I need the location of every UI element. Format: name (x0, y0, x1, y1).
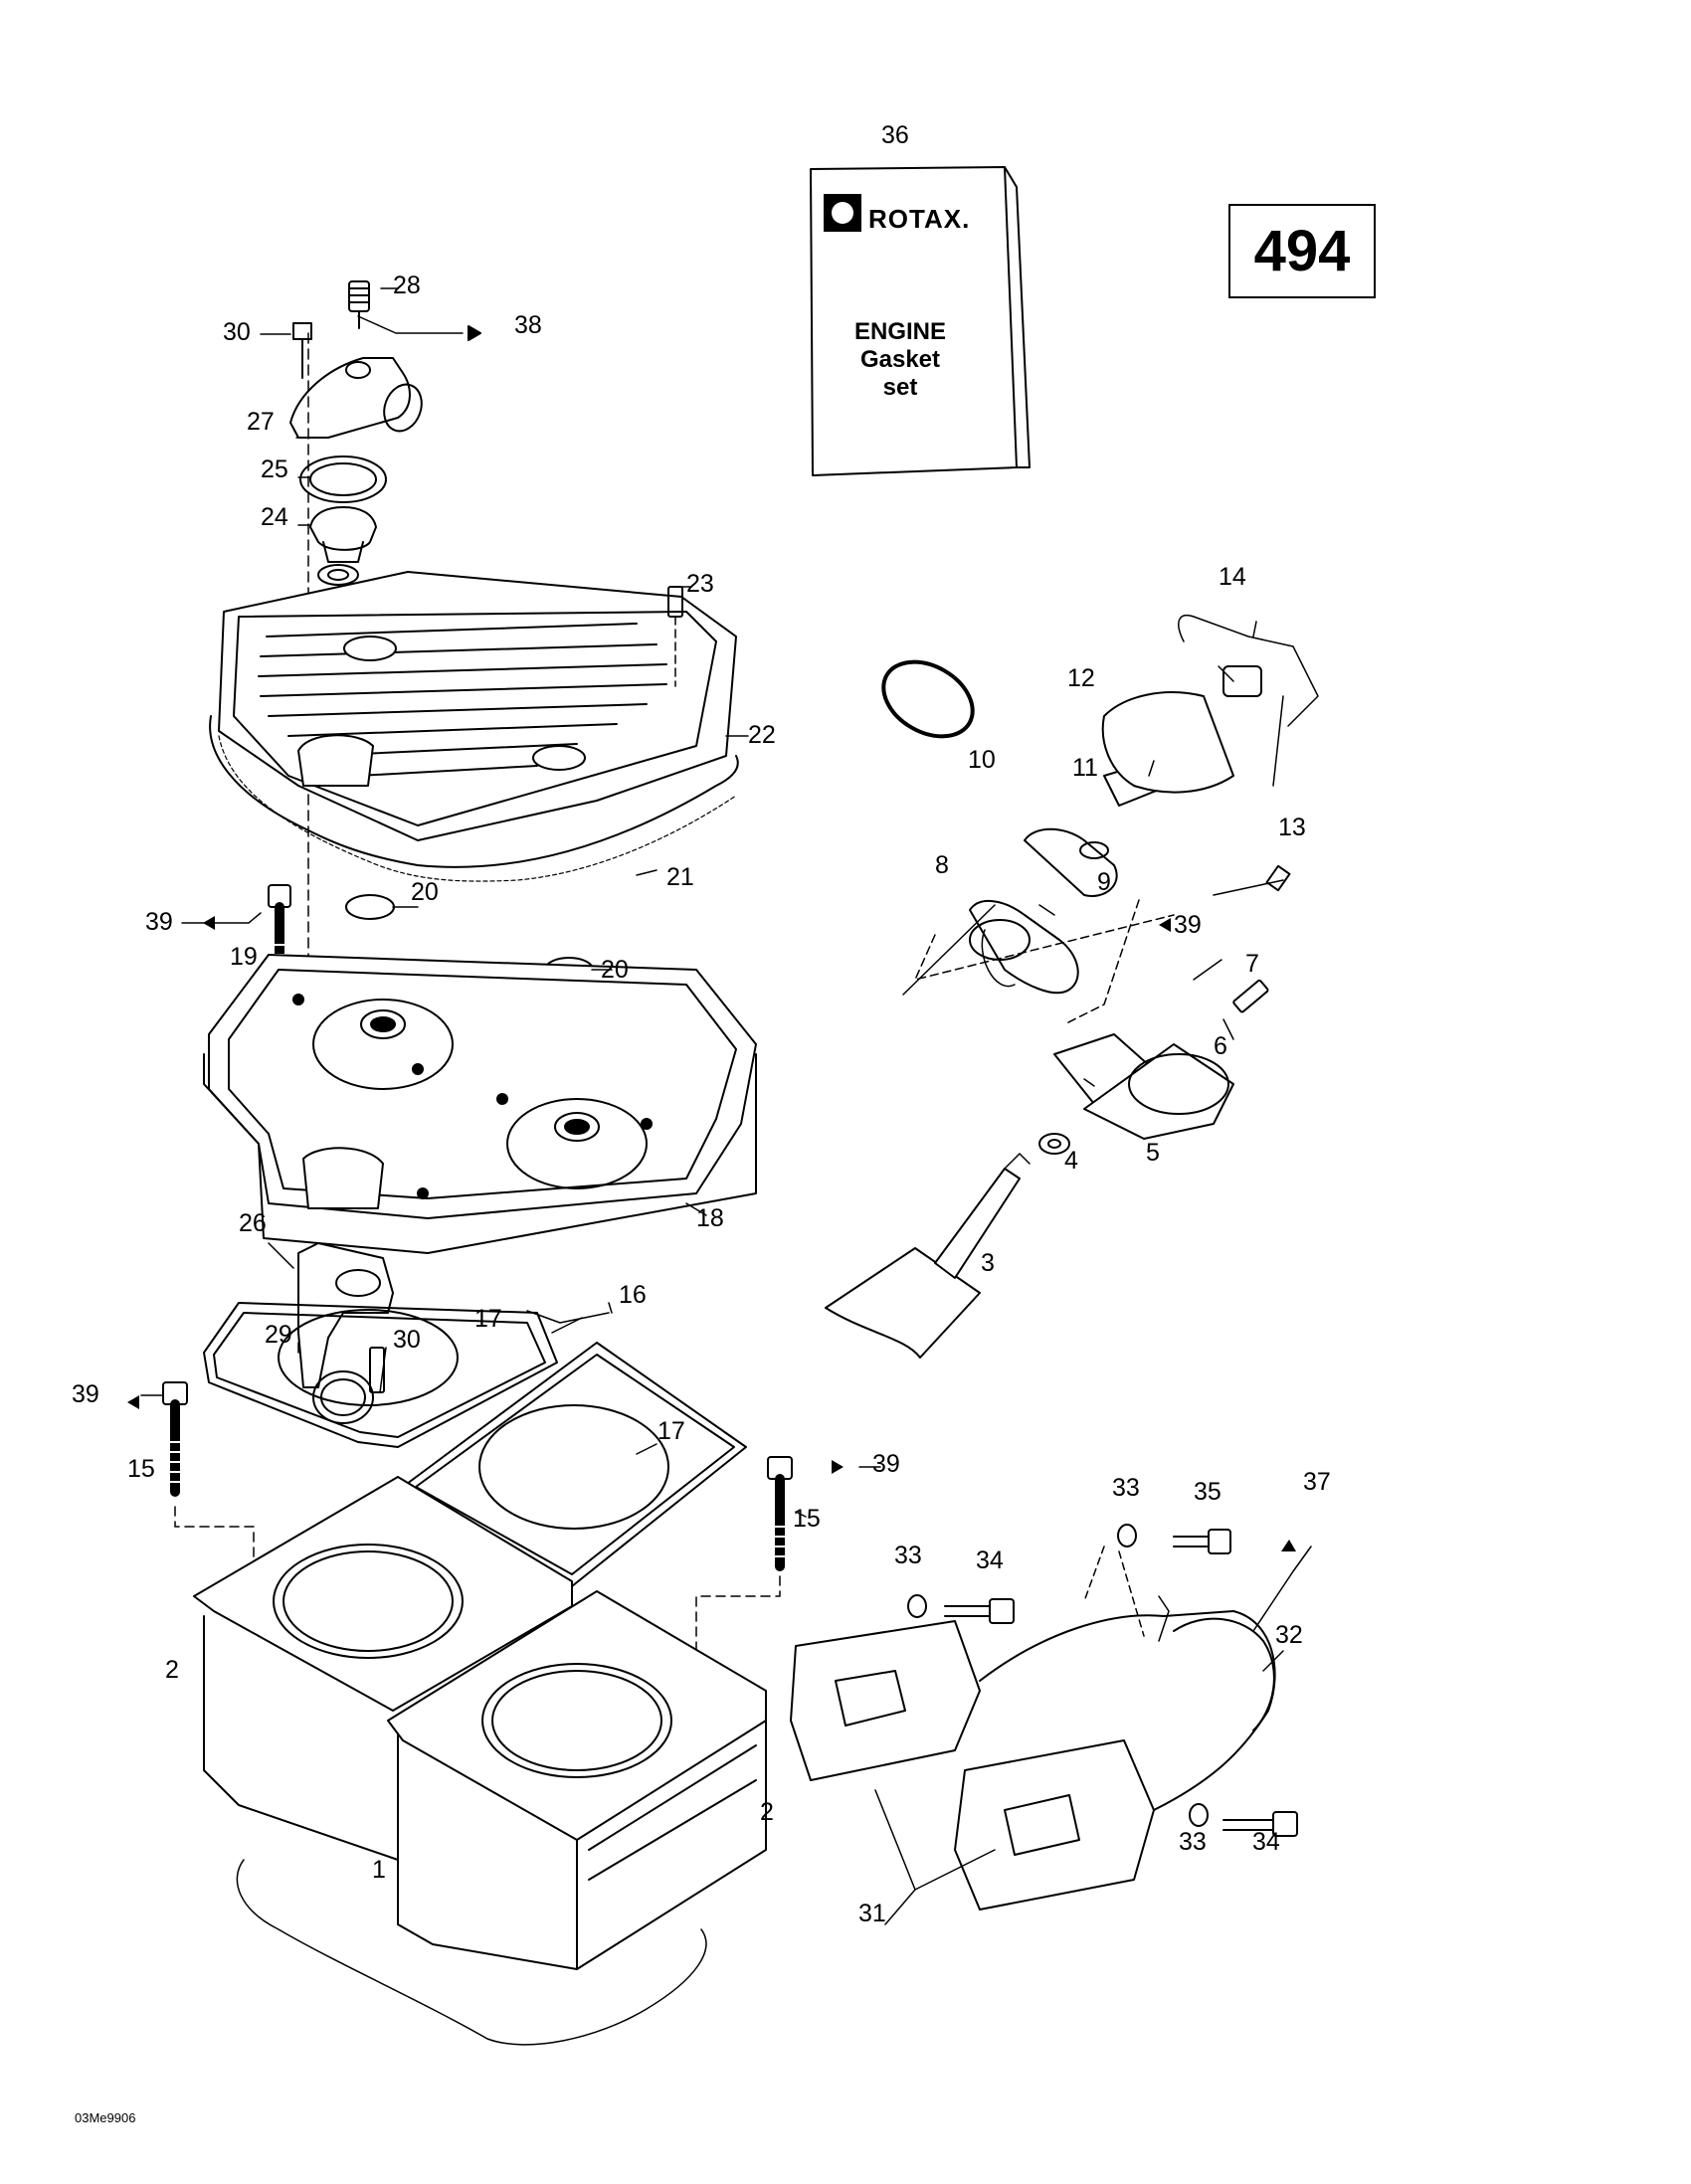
callout-19: 19 (230, 943, 258, 971)
callout-7: 7 (1245, 950, 1259, 978)
callout-34b: 34 (1252, 1828, 1280, 1856)
cylinder-head-cover (209, 571, 739, 882)
gasket-box-line-2: Gasket (859, 346, 941, 373)
engine-model-number: 494 (1253, 219, 1351, 283)
callout-38: 38 (514, 311, 542, 339)
callout-30a: 30 (223, 318, 251, 346)
callout-4: 4 (1064, 1147, 1078, 1175)
callout-33b: 33 (894, 1542, 922, 1569)
callout-13: 13 (1278, 814, 1306, 841)
engine-model-box: 494 (1228, 204, 1376, 298)
callout-20b: 20 (601, 956, 629, 984)
gasket-box-line-1: ENGINE (853, 318, 946, 345)
callout-26: 26 (239, 1209, 267, 1237)
callout-16: 16 (619, 1281, 647, 1309)
callout-5: 5 (1146, 1139, 1160, 1167)
cylinders (193, 1476, 767, 2046)
callout-27: 27 (247, 408, 275, 436)
callout-18: 18 (696, 1204, 724, 1232)
callout-21: 21 (666, 863, 694, 891)
callout-39c: 39 (72, 1380, 99, 1408)
callout-33a: 33 (1112, 1474, 1140, 1502)
cylinder-head (203, 954, 757, 1254)
callout-15a: 15 (127, 1455, 155, 1483)
callout-17a: 17 (474, 1305, 502, 1333)
callout-9: 9 (1097, 868, 1111, 896)
callout-17b: 17 (658, 1417, 685, 1445)
callout-12: 12 (1067, 664, 1095, 692)
callout-14: 14 (1219, 563, 1246, 591)
callout-28: 28 (393, 272, 421, 299)
callout-36: 36 (881, 121, 909, 149)
callout-25: 25 (261, 455, 288, 483)
callout-37: 37 (1303, 1468, 1331, 1496)
callout-34a: 34 (976, 1547, 1004, 1574)
bolts-15 (162, 1381, 793, 1692)
gasket-box-brand: ROTAX. (868, 204, 971, 234)
callout-2b: 2 (760, 1798, 774, 1826)
gasket-box-title: ENGINE Gasket set (811, 318, 990, 402)
callout-6: 6 (1214, 1032, 1227, 1060)
exhaust-manifold (790, 1595, 1276, 1925)
callout-23: 23 (686, 570, 714, 598)
callout-24: 24 (261, 503, 288, 531)
callout-35: 35 (1194, 1478, 1221, 1506)
thermostat-housing-group (289, 280, 481, 1001)
callout-20a: 20 (411, 878, 439, 906)
callout-15b: 15 (793, 1505, 821, 1533)
callout-29: 29 (265, 1321, 292, 1349)
water-outlet-26 (297, 1242, 394, 1424)
callout-22: 22 (748, 721, 776, 749)
callout-2a: 2 (165, 1656, 179, 1684)
callout-31: 31 (858, 1900, 886, 1927)
head-gaskets (203, 1302, 747, 1587)
callout-33c: 33 (1179, 1828, 1207, 1856)
fasteners-33-35 (907, 1524, 1298, 1837)
gasket-set-box (810, 166, 1031, 476)
callout-39b: 39 (1174, 911, 1202, 939)
callout-leaders (140, 287, 1312, 1672)
callout-3: 3 (981, 1249, 995, 1277)
drawing-reference-code: 03Me9906 (75, 2110, 136, 2125)
rave-valve-assembly (825, 615, 1319, 1359)
lubricant-drop-icons (127, 326, 1296, 1551)
gasket-box-line-3: set (882, 374, 918, 401)
callout-30b: 30 (393, 1326, 421, 1354)
callout-32: 32 (1275, 1621, 1303, 1649)
callout-39a: 39 (145, 908, 173, 936)
callout-10: 10 (968, 746, 996, 774)
callout-11: 11 (1072, 754, 1098, 782)
callout-1: 1 (372, 1856, 386, 1884)
callout-39d: 39 (872, 1450, 900, 1478)
o-ring-20a (345, 894, 395, 920)
callout-8: 8 (935, 851, 949, 879)
